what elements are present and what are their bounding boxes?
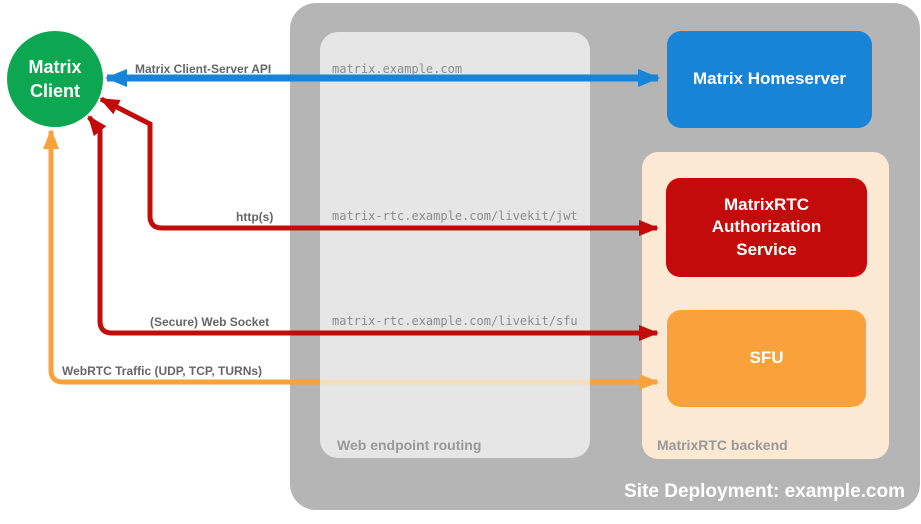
endpoint-host-matrix: matrix.example.com [332, 62, 463, 76]
endpoint-host-livekit-jwt: matrix-rtc.example.com/livekit/jwt [332, 209, 578, 223]
endpoint-host-livekit-sfu: matrix-rtc.example.com/livekit/sfu [332, 314, 578, 328]
client-server-api-edge-label: Matrix Client-Server API [135, 62, 272, 76]
matrixrtc-authorization-service-label: MatrixRTC Authorization Service [711, 195, 822, 259]
https-edge-label: http(s) [236, 210, 274, 224]
webrtc-traffic-edge-label: WebRTC Traffic (UDP, TCP, TURNs) [62, 364, 263, 378]
matrix-client-label: Matrix Client [28, 56, 82, 101]
web-endpoint-routing-zone [320, 32, 590, 458]
webrtc-traffic-arrow-start [43, 129, 320, 385]
sfu-node: SFU [667, 310, 866, 407]
matrix-homeserver-node: Matrix Homeserver [667, 31, 872, 128]
matrixrtc-authorization-service-node: MatrixRTC Authorization Service [666, 178, 867, 277]
site-deployment-caption: Site Deployment: example.com [624, 481, 905, 502]
matrixrtc-backend-caption: MatrixRTC backend [657, 437, 788, 453]
web-endpoint-routing-caption: Web endpoint routing [337, 437, 482, 453]
sfu-label: SFU [749, 348, 784, 368]
matrix-client-node: Matrix Client [7, 31, 103, 127]
web-socket-edge-label: (Secure) Web Socket [150, 315, 270, 329]
matrix-homeserver-label: Matrix Homeserver [692, 69, 847, 89]
